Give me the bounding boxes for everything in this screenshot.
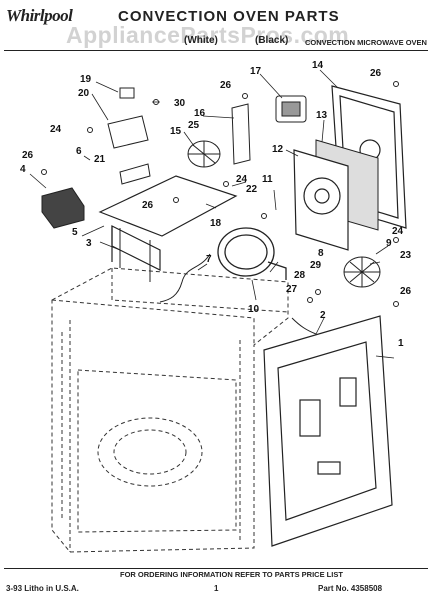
- callout-30: 30: [174, 98, 186, 109]
- wire-harness-2: [291, 317, 317, 335]
- variant-black: (Black): [255, 35, 289, 46]
- callout-26-d: 26: [142, 200, 154, 211]
- callout-22: 22: [246, 184, 258, 195]
- callout-20: 20: [78, 88, 90, 99]
- callout-26: 26: [220, 80, 232, 91]
- callout-25: 25: [188, 120, 200, 131]
- header-rule: [4, 50, 428, 51]
- oven-cabinet-outline: [51, 267, 289, 553]
- callout-24: 24: [236, 174, 248, 185]
- callout-21: 21: [94, 154, 106, 165]
- page-title: CONVECTION OVEN PARTS: [118, 8, 340, 25]
- callout-labels: 1 2 3 4 5 6 7 8 9 10 11 12 13 14 15 16 1…: [20, 60, 412, 349]
- page-number: 1: [214, 584, 219, 593]
- callout-24-b: 24: [50, 124, 62, 135]
- callout-23: 23: [400, 250, 412, 261]
- wire-harness: [159, 253, 211, 303]
- callout-29: 29: [310, 260, 322, 271]
- ordering-note: FOR ORDERING INFORMATION REFER TO PARTS …: [120, 570, 343, 579]
- callout-4: 4: [20, 164, 26, 175]
- callout-15: 15: [170, 126, 182, 137]
- convection-plate: [293, 149, 349, 251]
- callout-26-e: 26: [400, 286, 412, 297]
- switch-bracket: [107, 87, 149, 149]
- variant-white: (White): [184, 35, 218, 46]
- part-number: Part No. 4358508: [318, 584, 383, 593]
- callout-18: 18: [210, 218, 222, 229]
- callout-5: 5: [72, 227, 78, 238]
- brand-logo: Whirlpool: [6, 6, 73, 25]
- leader-lines: [29, 69, 395, 359]
- callout-9: 9: [386, 238, 392, 249]
- callout-26-c: 26: [22, 150, 34, 161]
- callout-24-c: 24: [392, 226, 404, 237]
- callout-12: 12: [272, 144, 284, 155]
- top-plate: [98, 175, 238, 271]
- litho-text: 3-93 Litho in U.S.A.: [6, 584, 79, 593]
- footer-rule: [4, 568, 428, 569]
- callout-2: 2: [320, 310, 326, 321]
- callout-8: 8: [318, 248, 324, 259]
- callout-27: 27: [286, 284, 298, 295]
- cooling-fan-blade: [187, 140, 221, 168]
- subtitle: CONVECTION MICROWAVE OVEN: [305, 38, 427, 47]
- callout-7: 7: [206, 254, 212, 265]
- callout-17: 17: [250, 66, 262, 77]
- callout-26-b: 26: [370, 68, 382, 79]
- callout-11: 11: [262, 174, 273, 185]
- callout-14: 14: [312, 60, 324, 71]
- support-bracket: [119, 228, 151, 282]
- motor-bracket: [231, 103, 251, 165]
- screws: [41, 81, 399, 307]
- callout-6: 6: [76, 146, 82, 157]
- fan-motor: [275, 95, 307, 123]
- callout-1: 1: [398, 338, 404, 349]
- callout-10: 10: [248, 304, 260, 315]
- callout-28: 28: [294, 270, 306, 281]
- callout-16: 16: [194, 108, 206, 119]
- watermark: AppliancePartsPros.com: [66, 22, 350, 48]
- terminal-block: [41, 187, 85, 229]
- callout-19: 19: [80, 74, 92, 85]
- side-panel-assembly: [263, 315, 393, 547]
- callout-13: 13: [316, 110, 328, 121]
- convection-fan: [343, 256, 381, 288]
- bracket-21: [119, 163, 151, 185]
- callout-3: 3: [86, 238, 92, 249]
- heating-element: [217, 227, 287, 280]
